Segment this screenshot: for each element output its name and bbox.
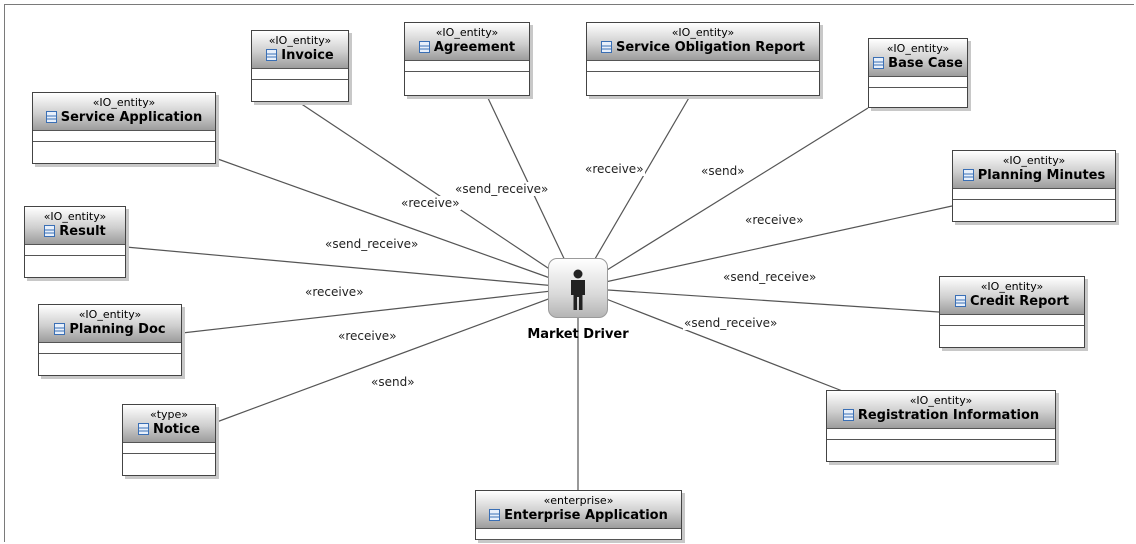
link-service-obligation-report (577, 95, 691, 289)
class-enterprise-application[interactable]: «enterprise» Enterprise Application (475, 490, 682, 540)
stereotype-label: «IO_entity» (43, 210, 107, 223)
class-name: Service Obligation Report (616, 40, 805, 55)
class-name: Notice (152, 422, 200, 437)
class-icon (137, 423, 149, 435)
link-label: «send_receive» (683, 316, 779, 330)
attributes-compartment (476, 529, 681, 540)
class-icon (266, 49, 278, 61)
stereotype-label: «IO_entity» (268, 34, 332, 47)
attributes-compartment (33, 131, 215, 142)
attributes-compartment (953, 189, 1115, 200)
attributes-compartment (252, 69, 348, 80)
class-service-application[interactable]: «IO_entity» Service Application (32, 92, 216, 164)
actor-name: Market Driver (527, 327, 629, 342)
person-icon (571, 269, 585, 310)
link-label: «receive» (400, 196, 461, 210)
class-icon (54, 323, 66, 335)
link-invoice (299, 102, 579, 289)
class-name: Service Application (60, 110, 203, 125)
class-name: Planning Doc (69, 322, 166, 337)
link-credit-report (577, 287, 940, 313)
class-registration-information[interactable]: «IO_entity» Registration Information (826, 390, 1056, 462)
stereotype-label: «IO_entity» (980, 280, 1044, 293)
class-icon (962, 169, 974, 181)
diagram-frame (4, 4, 1134, 542)
class-icon (44, 225, 56, 237)
class-name: Result (59, 224, 106, 239)
link-notice (213, 287, 579, 424)
stereotype-label: «IO_entity» (78, 308, 142, 321)
market-driver-actor[interactable] (548, 258, 608, 318)
class-agreement[interactable]: «IO_entity» Agreement (404, 22, 530, 96)
class-icon (418, 41, 430, 53)
link-result (125, 246, 579, 289)
link-label: «send_receive» (324, 237, 420, 251)
link-label: «send» (700, 164, 746, 178)
class-icon (955, 295, 967, 307)
class-notice[interactable]: «type» Notice (122, 404, 216, 476)
link-planning-doc (181, 287, 579, 334)
link-label: «send_receive» (722, 270, 818, 284)
class-planning-minutes[interactable]: «IO_entity» Planning Minutes (952, 150, 1116, 222)
attributes-compartment (39, 343, 181, 354)
class-icon (842, 409, 854, 421)
class-service-obligation-report[interactable]: «IO_entity» Service Obligation Report (586, 22, 820, 96)
class-result[interactable]: «IO_entity» Result (24, 206, 126, 278)
link-planning-minutes (577, 205, 953, 289)
class-name: Base Case (888, 56, 963, 71)
attributes-compartment (827, 429, 1055, 440)
class-icon (45, 111, 57, 123)
stereotype-label: «IO_entity» (886, 42, 950, 55)
stereotype-label: «IO_entity» (92, 96, 156, 109)
class-name: Agreement (433, 40, 516, 55)
link-label: «receive» (337, 329, 398, 343)
class-name: Planning Minutes (977, 168, 1106, 183)
attributes-compartment (405, 61, 529, 72)
class-base-case[interactable]: «IO_entity» Base Case (868, 38, 968, 108)
link-label: «receive» (584, 162, 645, 176)
link-label: «receive» (304, 285, 365, 299)
class-icon (489, 509, 501, 521)
class-icon (601, 41, 612, 53)
class-name: Credit Report (970, 294, 1069, 309)
attributes-compartment (869, 77, 967, 88)
class-name: Enterprise Application (504, 508, 668, 523)
class-name: Registration Information (857, 408, 1040, 423)
class-invoice[interactable]: «IO_entity» Invoice (251, 30, 349, 102)
link-label: «receive» (744, 213, 805, 227)
link-label: «send_receive» (454, 182, 550, 196)
attributes-compartment (25, 245, 125, 256)
link-base-case (577, 107, 869, 289)
stereotype-label: «IO_entity» (671, 26, 735, 39)
class-credit-report[interactable]: «IO_entity» Credit Report (939, 276, 1085, 348)
stereotype-label: «enterprise» (543, 494, 614, 507)
stereotype-label: «IO_entity» (1002, 154, 1066, 167)
class-planning-doc[interactable]: «IO_entity» Planning Doc (38, 304, 182, 376)
stereotype-label: «IO_entity» (435, 26, 499, 39)
stereotype-label: «type» (149, 408, 189, 421)
class-name: Invoice (281, 48, 334, 63)
attributes-compartment (940, 315, 1084, 326)
stereotype-label: «IO_entity» (909, 394, 973, 407)
attributes-compartment (123, 443, 215, 454)
class-icon (873, 57, 885, 69)
link-registration-information (577, 287, 846, 393)
link-service-application (214, 157, 579, 289)
attributes-compartment (587, 61, 819, 72)
link-label: «send» (370, 375, 416, 389)
